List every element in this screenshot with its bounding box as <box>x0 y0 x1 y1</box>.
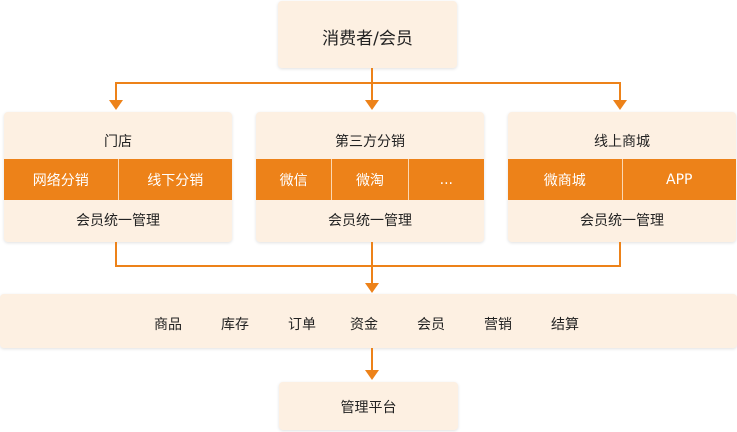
channel-title: 门店 <box>104 134 132 150</box>
channel-cell: 微淘 <box>331 159 407 200</box>
channel-footer: 会员统一管理 <box>328 213 412 229</box>
channel-band: 网络分销 线下分销 <box>4 159 232 200</box>
arrow-down-icon <box>365 100 379 110</box>
connector-right-rise <box>619 242 621 266</box>
consumer-member-box: 消费者/会员 <box>278 1 457 68</box>
channel-footer: 会员统一管理 <box>76 213 160 229</box>
channel-cell: APP <box>621 159 737 200</box>
connector-left-drop <box>115 82 117 101</box>
channel-cell: 微商城 <box>543 172 586 189</box>
channel-cell: ... <box>407 159 484 200</box>
module-item: 库存 <box>221 317 249 333</box>
module-item: 资金 <box>350 317 378 333</box>
channel-third-party-box: 第三方分销 微信 微淘 ... 会员统一管理 <box>256 112 484 242</box>
modules-bar <box>0 294 737 348</box>
channel-footer: 会员统一管理 <box>580 213 664 229</box>
channel-cell: 线下分销 <box>117 159 233 200</box>
module-item: 会员 <box>417 317 445 333</box>
channel-title: 第三方分销 <box>335 134 405 150</box>
channel-cell: 网络分销 <box>32 172 89 189</box>
connector-top-vertical <box>371 68 373 83</box>
module-item: 结算 <box>551 317 579 333</box>
connector-bottom-horizontal <box>115 265 621 267</box>
connector-mid-down <box>371 242 373 284</box>
connector-platform-down <box>371 348 373 371</box>
management-platform-label: 管理平台 <box>340 400 397 416</box>
module-item: 订单 <box>288 317 316 333</box>
arrow-down-icon <box>109 100 123 110</box>
arrow-down-icon <box>365 370 379 380</box>
connector-mid-drop <box>371 82 373 101</box>
arrow-down-icon <box>365 283 379 293</box>
channel-online-mall-box: 线上商城 微商城 APP 会员统一管理 <box>508 112 736 242</box>
connector-top-horizontal <box>115 82 621 84</box>
management-platform-box: 管理平台 <box>279 382 458 430</box>
channel-cell: 微信 <box>279 172 308 189</box>
connector-left-rise <box>115 242 117 266</box>
module-item: 营销 <box>484 317 512 333</box>
arrow-down-icon <box>613 100 627 110</box>
channel-title: 线上商城 <box>594 134 650 150</box>
consumer-member-label: 消费者/会员 <box>322 29 413 49</box>
channel-store-box: 门店 网络分销 线下分销 会员统一管理 <box>4 112 232 242</box>
connector-right-drop <box>619 82 621 101</box>
channel-band: 微商城 APP <box>508 159 736 200</box>
channel-band: 微信 微淘 ... <box>256 159 484 200</box>
module-item: 商品 <box>154 317 182 333</box>
